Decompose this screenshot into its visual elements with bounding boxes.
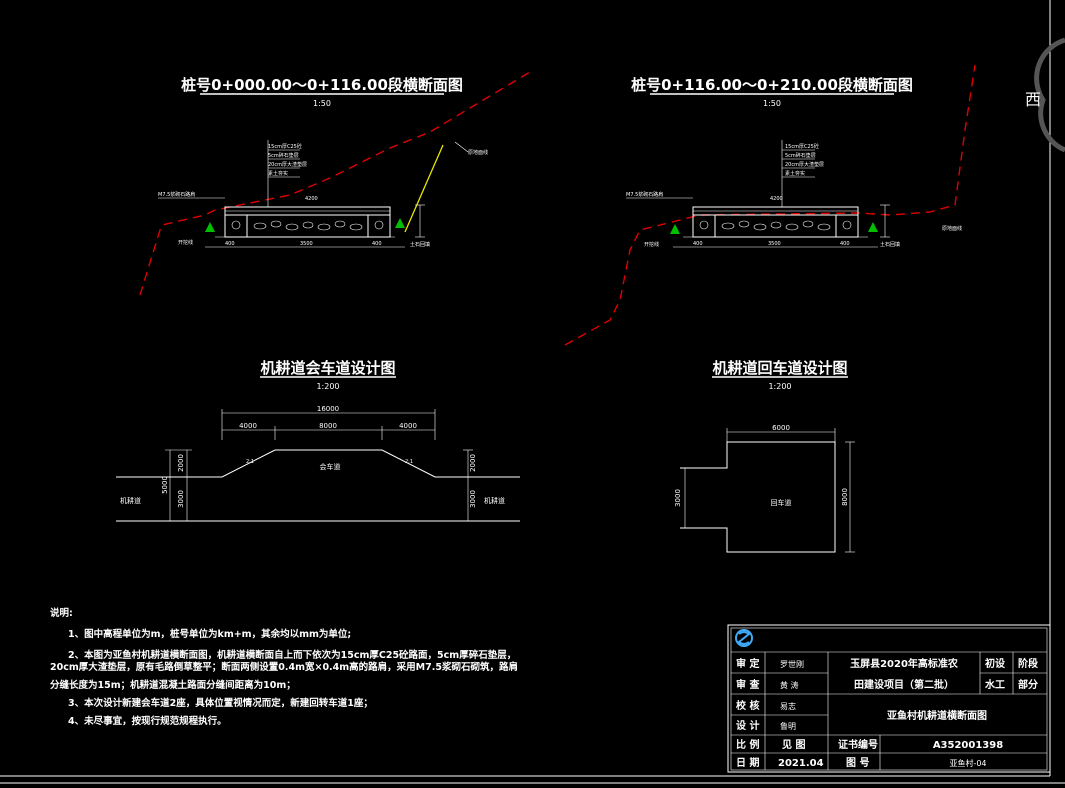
- corner-text: 西: [1025, 90, 1041, 109]
- tb-project: 玉屏县2020年高标准农: [850, 657, 958, 670]
- section2-ditch-label: 开挖线: [644, 241, 659, 248]
- notes: 说明: 1、图中高程单位为m，桩号单位为km+m，其余均以mm为单位; 2、本图…: [50, 607, 518, 727]
- passing-outline-top: [116, 449, 520, 478]
- section1-layer-3: 素土夯实: [268, 170, 288, 177]
- passing-total: 16000: [317, 405, 339, 413]
- turnaround-label: 回车道: [771, 498, 792, 507]
- section2-title: 桩号0+116.00～0+210.00段横断面图: [631, 76, 913, 94]
- corner-watermark: [1034, 37, 1065, 153]
- tb-stage: 初设: [985, 657, 1005, 670]
- section-1: 桩号0+000.00～0+116.00段横断面图 1:50 400 35: [139, 71, 531, 296]
- section2-scale: 1:50: [763, 99, 781, 108]
- section1-cut-slope: [404, 144, 444, 233]
- passing-h-right-bot: 3000: [469, 490, 477, 508]
- passing-road-left: 机耕道: [120, 496, 141, 505]
- section2-layer-1: 5cm碎石垫层: [785, 152, 816, 159]
- tb-stage-val: 阶段: [1018, 657, 1038, 670]
- tb-dwg-val: 亚鱼村-04: [949, 758, 986, 768]
- passing-seg-mid: 8000: [319, 422, 337, 430]
- passing-scale: 1:200: [316, 382, 339, 391]
- section1-ground-label: 原地面线: [468, 149, 488, 156]
- section1-ditch-label: 开挖线: [178, 239, 193, 246]
- passing-seg-right: 4000: [399, 422, 417, 430]
- notes-line-1: 2、本图为亚鱼村机耕道横断面图，机耕道横断面自上而下依次为15cm厚C25砼路面…: [68, 649, 516, 661]
- tb-cert-label: 证书编号: [838, 738, 878, 751]
- svg-text:400: 400: [840, 241, 850, 247]
- turnaround-scale: 1:200: [768, 382, 791, 391]
- section1-retaining-label: 土石回填: [410, 241, 430, 248]
- notes-line-4: 3、本次设计新建会车道2座，具体位置视情况而定，新建回转车道1座；: [68, 697, 373, 709]
- tb-project2: 田建设项目（第二批）: [854, 678, 954, 691]
- section-2: 桩号0+116.00～0+210.00段横断面图 1:50 400 3500 4…: [564, 64, 976, 346]
- passing-h-left-top: 2000: [177, 454, 185, 472]
- title-block: 审 定 罗世刚 审 查 黄 涛 校 核 易志 设 计 鲁明 玉屏县2020年高标…: [727, 624, 1051, 773]
- svg-text:400: 400: [372, 241, 382, 247]
- notes-line-3: 分缝长度为15m；机耕道混凝土路面分缝间距离为10m；: [50, 679, 296, 691]
- tb-row-1-label: 审 查: [736, 678, 760, 691]
- passing-label: 会车道: [320, 462, 341, 471]
- tb-discipline: 水工: [984, 678, 1005, 691]
- tb-dwg-label: 图 号: [846, 757, 869, 769]
- passing-seg-left: 4000: [239, 422, 257, 430]
- turnaround-road-h: 3000: [674, 489, 682, 507]
- section1-title: 桩号0+000.00～0+116.00段横断面图: [181, 76, 463, 94]
- svg-text:4200: 4200: [305, 196, 318, 202]
- passing-h-total: 5000: [161, 476, 169, 494]
- turnaround-width: 6000: [772, 424, 790, 432]
- turnaround-title: 机耕道回车道设计图: [712, 359, 847, 377]
- section1-scale: 1:50: [313, 99, 331, 108]
- notes-heading: 说明:: [50, 607, 73, 619]
- tb-row-1-sign: 黄 涛: [780, 680, 799, 690]
- tb-discipline-val: 部分: [1018, 678, 1038, 691]
- tb-row-2-label: 校 核: [736, 699, 759, 712]
- passing-title: 机耕道会车道设计图: [260, 359, 395, 377]
- section1-left-wall-label: M7.5浆砌石路肩: [158, 191, 195, 198]
- tb-scale-label: 比 例: [736, 738, 759, 751]
- tb-row-0-label: 审 定: [736, 657, 759, 670]
- section2-ground-label: 原地面线: [942, 225, 962, 232]
- svg-text:3500: 3500: [300, 241, 313, 247]
- tb-row-2-sign: 易志: [780, 701, 796, 711]
- tb-row-3-sign: 鲁明: [780, 721, 796, 731]
- passing-slope-right: 2:1: [405, 459, 413, 465]
- passing-slope-left: 2:1: [246, 459, 254, 465]
- tb-row-0-sign: 罗世刚: [780, 659, 804, 669]
- svg-text:4200: 4200: [770, 196, 783, 202]
- passing-bay-plan: 机耕道会车道设计图 1:200 16000 4000 8000 4000 会车道…: [116, 359, 520, 522]
- tb-cert-val: A352001398: [933, 740, 1003, 751]
- section2-layer-0: 15cm厚C25砼: [785, 143, 819, 150]
- tb-date-val: 2021.04: [778, 758, 824, 769]
- notes-line-0: 1、图中高程单位为m，桩号单位为km+m，其余均以mm为单位;: [68, 628, 351, 640]
- svg-text:400: 400: [225, 241, 235, 247]
- passing-road-right: 机耕道: [484, 496, 505, 505]
- turnaround-height: 8000: [841, 488, 849, 506]
- section1-layer-1: 5cm碎石垫层: [268, 152, 299, 159]
- svg-text:400: 400: [693, 241, 703, 247]
- section1-layer-0: 15cm厚C25砼: [268, 143, 302, 150]
- passing-h-right-top: 2000: [469, 454, 477, 472]
- section1-layer-2: 20cm厚大渣垫层: [268, 161, 307, 168]
- tb-scale-val: 见 图: [782, 739, 805, 751]
- section2-ground-line: [564, 64, 976, 346]
- notes-line-5: 4、未尽事宜，按现行规范规程执行。: [68, 715, 227, 727]
- turnaround-plan: 机耕道回车道设计图 1:200 6000 回车道 8000 3000: [674, 359, 855, 553]
- tb-drawing-name: 亚鱼村机耕道横断面图: [887, 709, 987, 722]
- turnaround-outline: [680, 441, 836, 553]
- passing-h-left-bot: 3000: [177, 490, 185, 508]
- company-logo: [735, 629, 753, 647]
- tb-date-label: 日 期: [736, 756, 759, 769]
- section2-layer-3: 素土夯实: [785, 170, 805, 177]
- tb-row-3-label: 设 计: [736, 719, 759, 732]
- notes-line-2: 20cm厚大渣垫层，原有毛路倒草整平；断面两侧设置0.4m宽×0.4m高的路肩，…: [50, 661, 518, 673]
- section2-retaining-label: 土石回填: [880, 241, 900, 248]
- section2-layer-2: 20cm厚大渣垫层: [785, 161, 824, 168]
- section2-left-wall-label: M7.5浆砌石路肩: [626, 191, 663, 198]
- svg-text:3500: 3500: [768, 241, 781, 247]
